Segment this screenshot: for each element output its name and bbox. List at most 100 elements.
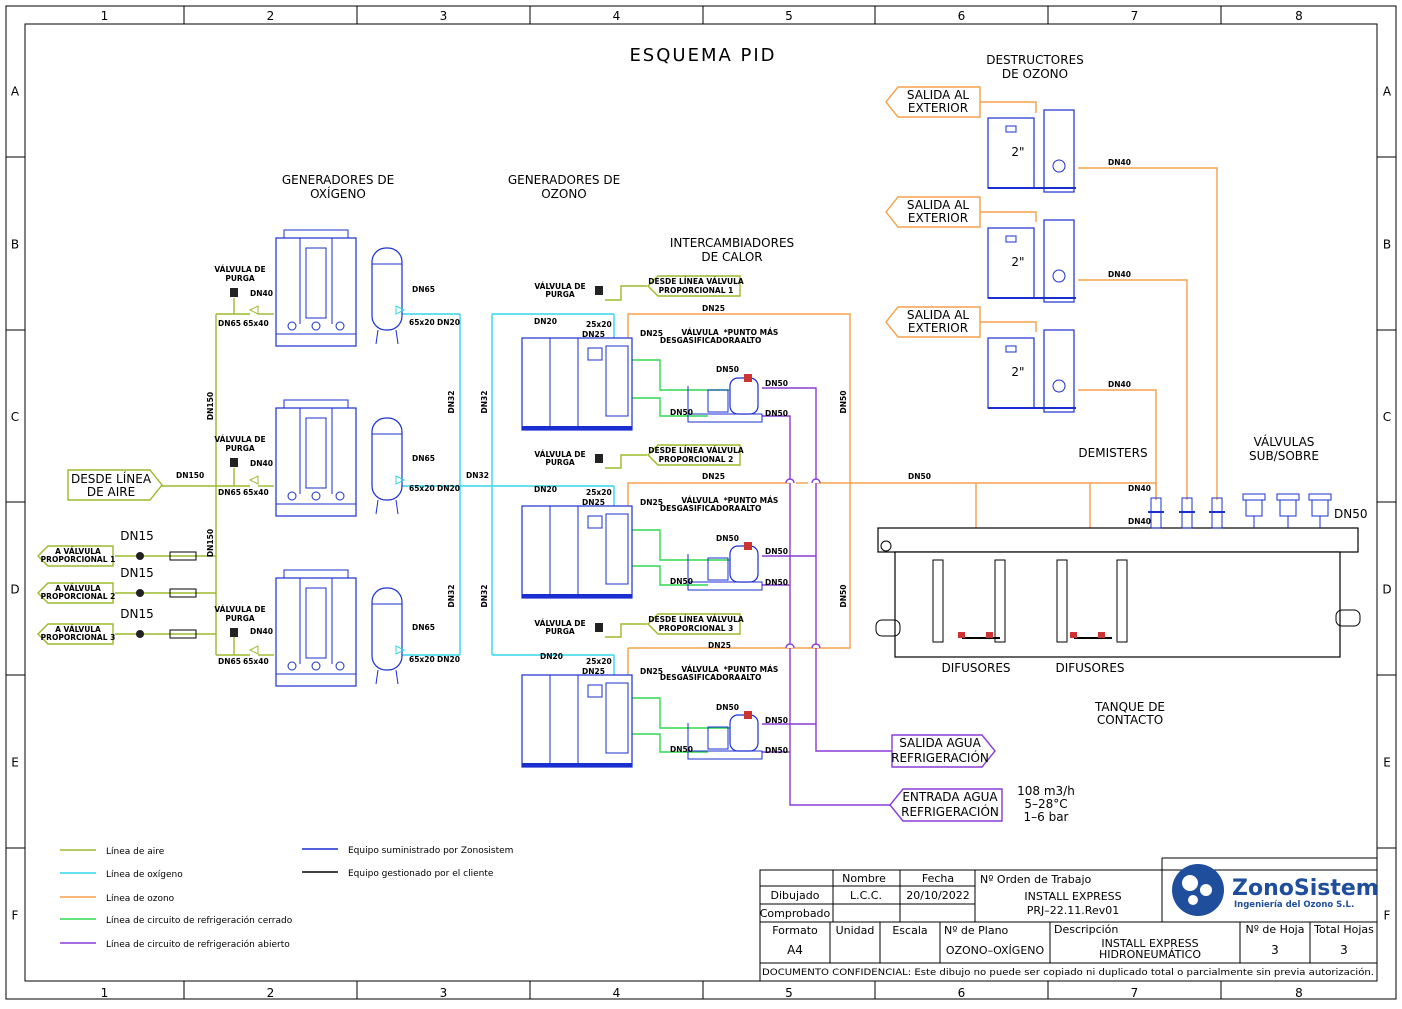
- dn-label-vertical: DN150: [206, 529, 215, 557]
- legend-label: Línea de oxígeno: [106, 870, 183, 880]
- dn-label: DN20: [534, 485, 557, 494]
- purge-valve-icon: [595, 623, 603, 632]
- dn-label: DN40: [1108, 380, 1131, 389]
- a-valvula-proporcional-label: PROPORCIONAL 2: [41, 592, 116, 601]
- ozone-destructors: 2"2"2": [987, 109, 1076, 413]
- dn-label: DN25: [582, 330, 605, 339]
- dn-label: DN65: [412, 454, 435, 463]
- oxygen-tank: [371, 417, 403, 501]
- comprobado-label: Comprobado: [760, 907, 831, 920]
- oxygen-tank: [371, 587, 403, 671]
- sub-sobre-valve-cap: [1308, 493, 1332, 501]
- oxygen-tank-leg: [375, 329, 379, 345]
- oxygen-tank-leg: [375, 669, 379, 685]
- heading-demisters: DEMISTERS: [1078, 446, 1147, 460]
- tank-inlet-pipe: [875, 619, 901, 637]
- heat-exchanger-motor: [707, 389, 729, 413]
- a-valvula-proporcional-label: A VÁLVULA: [55, 547, 101, 556]
- salida-agua-label: REFRIGERACIÓN: [891, 750, 989, 765]
- flow-spec-label: 108 m3/h: [1017, 784, 1075, 798]
- logo-icon-bubble: [1188, 895, 1198, 905]
- ozone-destructor-cabinet: [987, 117, 1035, 189]
- proportional-valve-icon: [136, 552, 144, 560]
- dn-label: DN50: [765, 409, 788, 418]
- diffuser-head: [986, 632, 993, 638]
- frame-row-label-right: B: [1383, 238, 1391, 252]
- valvula-desgasificadora-label: DESGASIFICADORA: [660, 673, 741, 682]
- heat-exchanger-valve: [744, 711, 752, 719]
- dn-label: 25x20: [586, 488, 612, 497]
- sub-sobre-valve-body: [1311, 499, 1329, 517]
- dn-label: 65x20: [409, 484, 435, 493]
- punto-mas-alto-label: *PUNTO MÁS: [724, 328, 779, 337]
- tank-baffle: [1056, 559, 1068, 643]
- valvula-desgasificadora-label: DESGASIFICADORA: [660, 336, 741, 345]
- ozone-generator-base: [522, 426, 632, 430]
- crossing-jumps: [785, 478, 821, 649]
- oxygen-generator-body: [275, 407, 357, 517]
- dn-label: 25x20: [586, 320, 612, 329]
- dn-label: DN32: [466, 471, 489, 480]
- h-fecha: Fecha: [922, 872, 954, 885]
- contact-tank: [875, 493, 1361, 658]
- dn-label: DN40: [250, 627, 273, 636]
- frame-col-label-top: 6: [958, 9, 966, 23]
- proportional-valve-icon: [136, 589, 144, 597]
- ozone-generator-display: [587, 515, 603, 529]
- punto-mas-alto-label: ALTO: [741, 336, 762, 345]
- punto-mas-alto-label: *PUNTO MÁS: [724, 496, 779, 505]
- dn-label: DN20: [437, 484, 460, 493]
- heat-exchanger-motor: [707, 557, 729, 581]
- purge-valve-icon: [230, 458, 238, 467]
- logo-icon: [1172, 864, 1224, 916]
- closed-cooling-line: [632, 359, 735, 753]
- purge-valve-label: VÁLVULA DE: [534, 282, 585, 291]
- tank-lid: [877, 527, 1359, 553]
- frame-row-label-right: D: [1382, 583, 1391, 597]
- legend-label: Línea de circuito de refrigeración abier…: [106, 939, 290, 950]
- heading-gen-ozono-2: OZONO: [541, 187, 587, 201]
- valvula-desgasificadora-label: VÁLVULA: [681, 496, 719, 505]
- desde-linea-valvula-box: [647, 444, 741, 466]
- dn-label: DN25: [640, 329, 663, 338]
- purge-valve-label: PURGA: [545, 627, 575, 636]
- air-line: [115, 285, 647, 656]
- oxygen-generator-manifold: [305, 587, 327, 659]
- flow-meter-icon: [169, 629, 197, 639]
- purge-valve-icon: [230, 628, 238, 637]
- oxygen-generator-valve: [311, 661, 321, 671]
- desde-linea-valvula-box: [647, 613, 741, 635]
- ozone-destructor-display: [1005, 345, 1017, 353]
- ozone-line: [627, 101, 1218, 678]
- flow-meter-icon: [169, 588, 197, 598]
- a-valvula-proporcional-box: [37, 545, 114, 567]
- dn-label: DN50: [765, 746, 788, 755]
- oxygen-generator-valve: [335, 661, 345, 671]
- heading-gen-ozono-1: GENERADORES DE: [508, 173, 620, 187]
- diffuser-head: [958, 632, 965, 638]
- ozone-generator-cabinet: [521, 337, 633, 431]
- dn-label: DN65: [218, 488, 241, 497]
- purge-valve-icon: [230, 288, 238, 297]
- punto-mas-alto-label: ALTO: [741, 504, 762, 513]
- frame-col-label-bottom: 2: [267, 986, 275, 1000]
- frame-row-label-left: E: [11, 756, 19, 770]
- frame-col-label-bottom: 5: [785, 986, 793, 1000]
- purge-valve-label: VÁLVULA DE: [534, 450, 585, 459]
- drawing-title: ESQUEMA PID: [629, 45, 776, 66]
- purge-valve-label: PURGA: [225, 614, 255, 623]
- total-value: 3: [1340, 943, 1348, 957]
- frame-col-label-top: 7: [1131, 9, 1139, 23]
- salida-exterior-label: EXTERIOR: [908, 211, 968, 225]
- oxygen-line: [402, 313, 615, 678]
- label-difusores-1: DIFUSORES: [941, 661, 1010, 675]
- dn-label-vertical: DN50: [839, 585, 848, 608]
- dn-label: DN25: [702, 472, 725, 481]
- heat-exchanger-valve: [744, 542, 752, 550]
- dn-label: DN50: [670, 745, 693, 754]
- legend-label: Equipo gestionado por el cliente: [348, 869, 494, 879]
